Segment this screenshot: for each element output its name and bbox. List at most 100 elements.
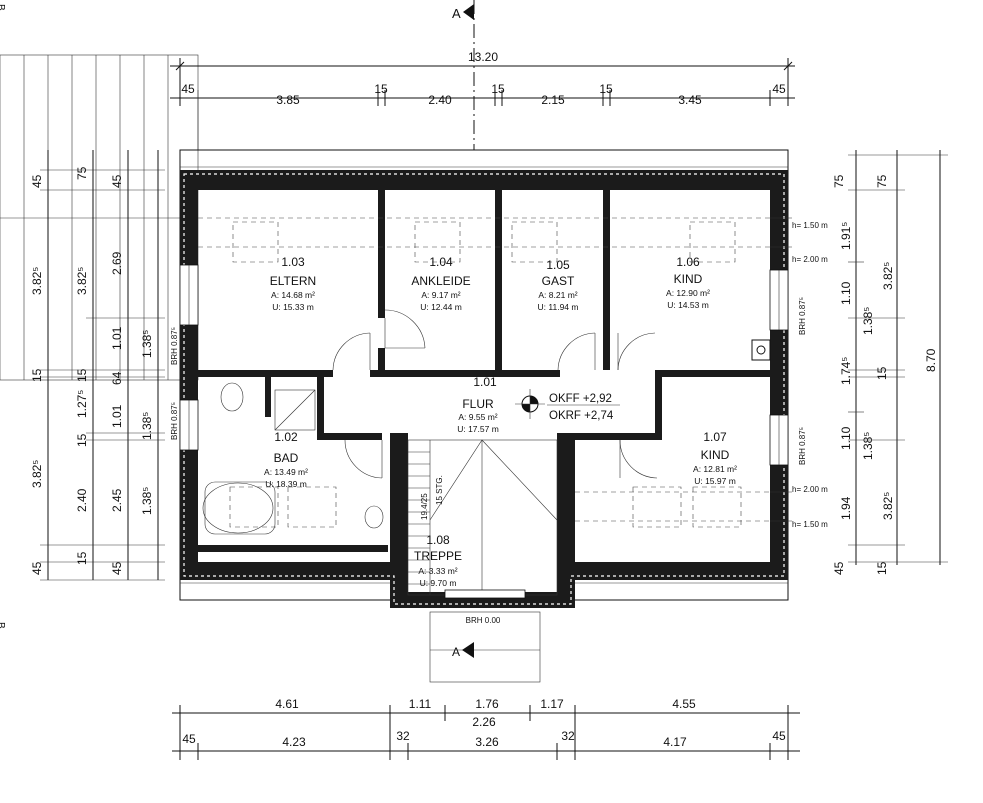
dim-bottom: 4.23 bbox=[282, 735, 306, 749]
dim-right-overall: 8.70 bbox=[924, 348, 938, 372]
dim-top-seg: 15 bbox=[491, 82, 505, 96]
dim-left: 45 bbox=[110, 174, 124, 188]
plan-label: 1.03 bbox=[281, 255, 305, 269]
dim-bottom: 32 bbox=[561, 729, 575, 743]
room-treppe: 1.08 TREPPE A: 3.33 m² U: 9.70 m bbox=[414, 533, 462, 588]
edge-marker-top: B bbox=[0, 4, 6, 11]
height-labels: h= 1.50 m h= 2.00 m h= 2.00 m h= 1.50 m bbox=[770, 217, 828, 529]
dim-left: 75 bbox=[75, 166, 89, 180]
plan-label: U: 17.57 m bbox=[457, 424, 499, 434]
doors bbox=[332, 309, 658, 479]
dim-left: 15 bbox=[30, 368, 44, 382]
section-marker-top: A bbox=[452, 0, 475, 150]
height-label: h= 1.50 m bbox=[792, 520, 828, 529]
plan-label: ELTERN bbox=[270, 274, 316, 288]
dim-bottom-sub: 2.26 bbox=[472, 715, 496, 729]
dim-left: 45 bbox=[110, 561, 124, 575]
plan-label: KIND bbox=[674, 272, 703, 286]
dim-right: 15 bbox=[875, 561, 889, 575]
plan-label: BAD bbox=[274, 451, 299, 465]
staircase: 19.4/25 15 STG. bbox=[407, 439, 558, 599]
plan-label: A: 3.33 m² bbox=[418, 566, 457, 576]
room-flur: 1.01 FLUR A: 9.55 m² U: 17.57 m bbox=[457, 375, 499, 434]
dim-right: 15 bbox=[875, 366, 889, 380]
room-kind-1: 1.06 KIND A: 12.90 m² U: 14.53 m bbox=[666, 255, 710, 310]
dim-bottom: 4.61 bbox=[275, 697, 299, 711]
right-dimensions: 75 1.91⁵ 1.10 1.74⁵ 1.10 1.94 45 75 3.82… bbox=[832, 150, 948, 575]
plan-label: ANKLEIDE bbox=[411, 274, 470, 288]
stair-ratio: 19.4/25 bbox=[420, 493, 429, 520]
plan-label: A: 12.90 m² bbox=[666, 288, 710, 298]
dim-right: 75 bbox=[832, 174, 846, 188]
dim-left: 2.69 bbox=[110, 251, 124, 275]
dim-left: 3.82⁵ bbox=[30, 460, 44, 488]
plan-label: 1.06 bbox=[676, 255, 700, 269]
dim-top-seg: 15 bbox=[374, 82, 388, 96]
plan-label: A: 9.17 m² bbox=[421, 290, 460, 300]
plan-label: U: 12.44 m bbox=[420, 302, 462, 312]
room-ankleide: 1.04 ANKLEIDE A: 9.17 m² U: 12.44 m bbox=[411, 255, 470, 312]
plan-label: 1.01 bbox=[473, 375, 497, 389]
brh-left-top: BRH 0.87⁵ bbox=[170, 327, 179, 365]
plan-label: GAST bbox=[542, 274, 575, 288]
dim-left: 3.82⁵ bbox=[75, 267, 89, 295]
terrace-hatch bbox=[0, 54, 199, 381]
dim-bottom: 45 bbox=[182, 732, 196, 746]
plan-label: 1.07 bbox=[703, 430, 727, 444]
dim-right: 1.38⁵ bbox=[861, 432, 875, 460]
dim-right: 1.91⁵ bbox=[839, 222, 853, 250]
left-dimensions: 45 3.82⁵ 15 3.82⁵ 45 75 3.82⁵ 15 1.27⁵ 1… bbox=[30, 150, 165, 581]
dim-left: 1.38⁵ bbox=[140, 487, 154, 515]
dim-right: 3.82⁵ bbox=[881, 492, 895, 520]
edge-marker-bottom: B bbox=[0, 622, 6, 629]
room-bad: 1.02 BAD A: 13.49 m² U: 18.39 m bbox=[264, 430, 308, 489]
dim-top-seg: 3.45 bbox=[678, 93, 702, 107]
brh-left-bottom: BRH 0.87⁵ bbox=[170, 402, 179, 440]
dim-left: 2.40 bbox=[75, 488, 89, 512]
plan-label: A: 14.68 m² bbox=[271, 290, 315, 300]
dim-left: 1.27⁵ bbox=[75, 390, 89, 418]
dim-right: 75 bbox=[875, 174, 889, 188]
plan-label: U: 9.70 m bbox=[420, 578, 457, 588]
brh-right-bottom: BRH 0.87⁵ bbox=[798, 427, 807, 465]
plan-label: 1.05 bbox=[546, 258, 570, 272]
dim-top-seg: 15 bbox=[599, 82, 613, 96]
dim-bottom: 3.26 bbox=[475, 735, 499, 749]
interior-walls bbox=[198, 190, 771, 563]
brh-right-top: BRH 0.87⁵ bbox=[798, 297, 807, 335]
top-dimensions: 13.20 45 3.85 15 2.40 15 2.15 15 3.45 45 bbox=[170, 50, 795, 150]
section-label-bottom: A bbox=[452, 645, 460, 659]
plan-label: KIND bbox=[701, 448, 730, 462]
dim-right: 3.82⁵ bbox=[881, 262, 895, 290]
dim-left: 15 bbox=[75, 551, 89, 565]
dim-left: 1.38⁵ bbox=[140, 412, 154, 440]
bottom-dimensions: 4.61 1.11 1.76 1.17 4.55 2.26 45 4.23 32… bbox=[172, 697, 800, 760]
plan-label: A: 13.49 m² bbox=[264, 467, 308, 477]
dim-right: 1.10 bbox=[839, 281, 853, 305]
dim-right: 1.74⁵ bbox=[839, 357, 853, 385]
section-label-top: A bbox=[452, 6, 461, 21]
dim-top-seg: 2.15 bbox=[541, 93, 565, 107]
height-label: h= 2.00 m bbox=[792, 485, 828, 494]
dim-left: 1.01 bbox=[110, 326, 124, 350]
dim-left: 45 bbox=[30, 561, 44, 575]
dim-bottom: 1.11 bbox=[409, 697, 432, 711]
dim-left: 2.45 bbox=[110, 488, 124, 512]
dim-bottom: 32 bbox=[396, 729, 410, 743]
dim-right: 1.10 bbox=[839, 426, 853, 450]
plan-label: A: 8.21 m² bbox=[538, 290, 577, 300]
skylights bbox=[198, 217, 770, 528]
dim-bottom: 1.17 bbox=[540, 697, 564, 711]
entrance-area: A BRH 0.00 bbox=[429, 611, 541, 683]
dim-bottom: 4.55 bbox=[672, 697, 696, 711]
dim-right: 45 bbox=[832, 561, 846, 575]
okrf-level: OKRF +2,74 bbox=[549, 410, 614, 422]
dim-top-overall: 13.20 bbox=[468, 50, 498, 64]
plan-label: FLUR bbox=[462, 397, 494, 411]
height-label: h= 1.50 m bbox=[792, 221, 828, 230]
plan-label: U: 11.94 m bbox=[538, 302, 579, 312]
dim-top-seg: 3.85 bbox=[276, 93, 300, 107]
exterior-walls bbox=[179, 170, 789, 608]
okff-level: OKFF +2,92 bbox=[549, 393, 612, 405]
